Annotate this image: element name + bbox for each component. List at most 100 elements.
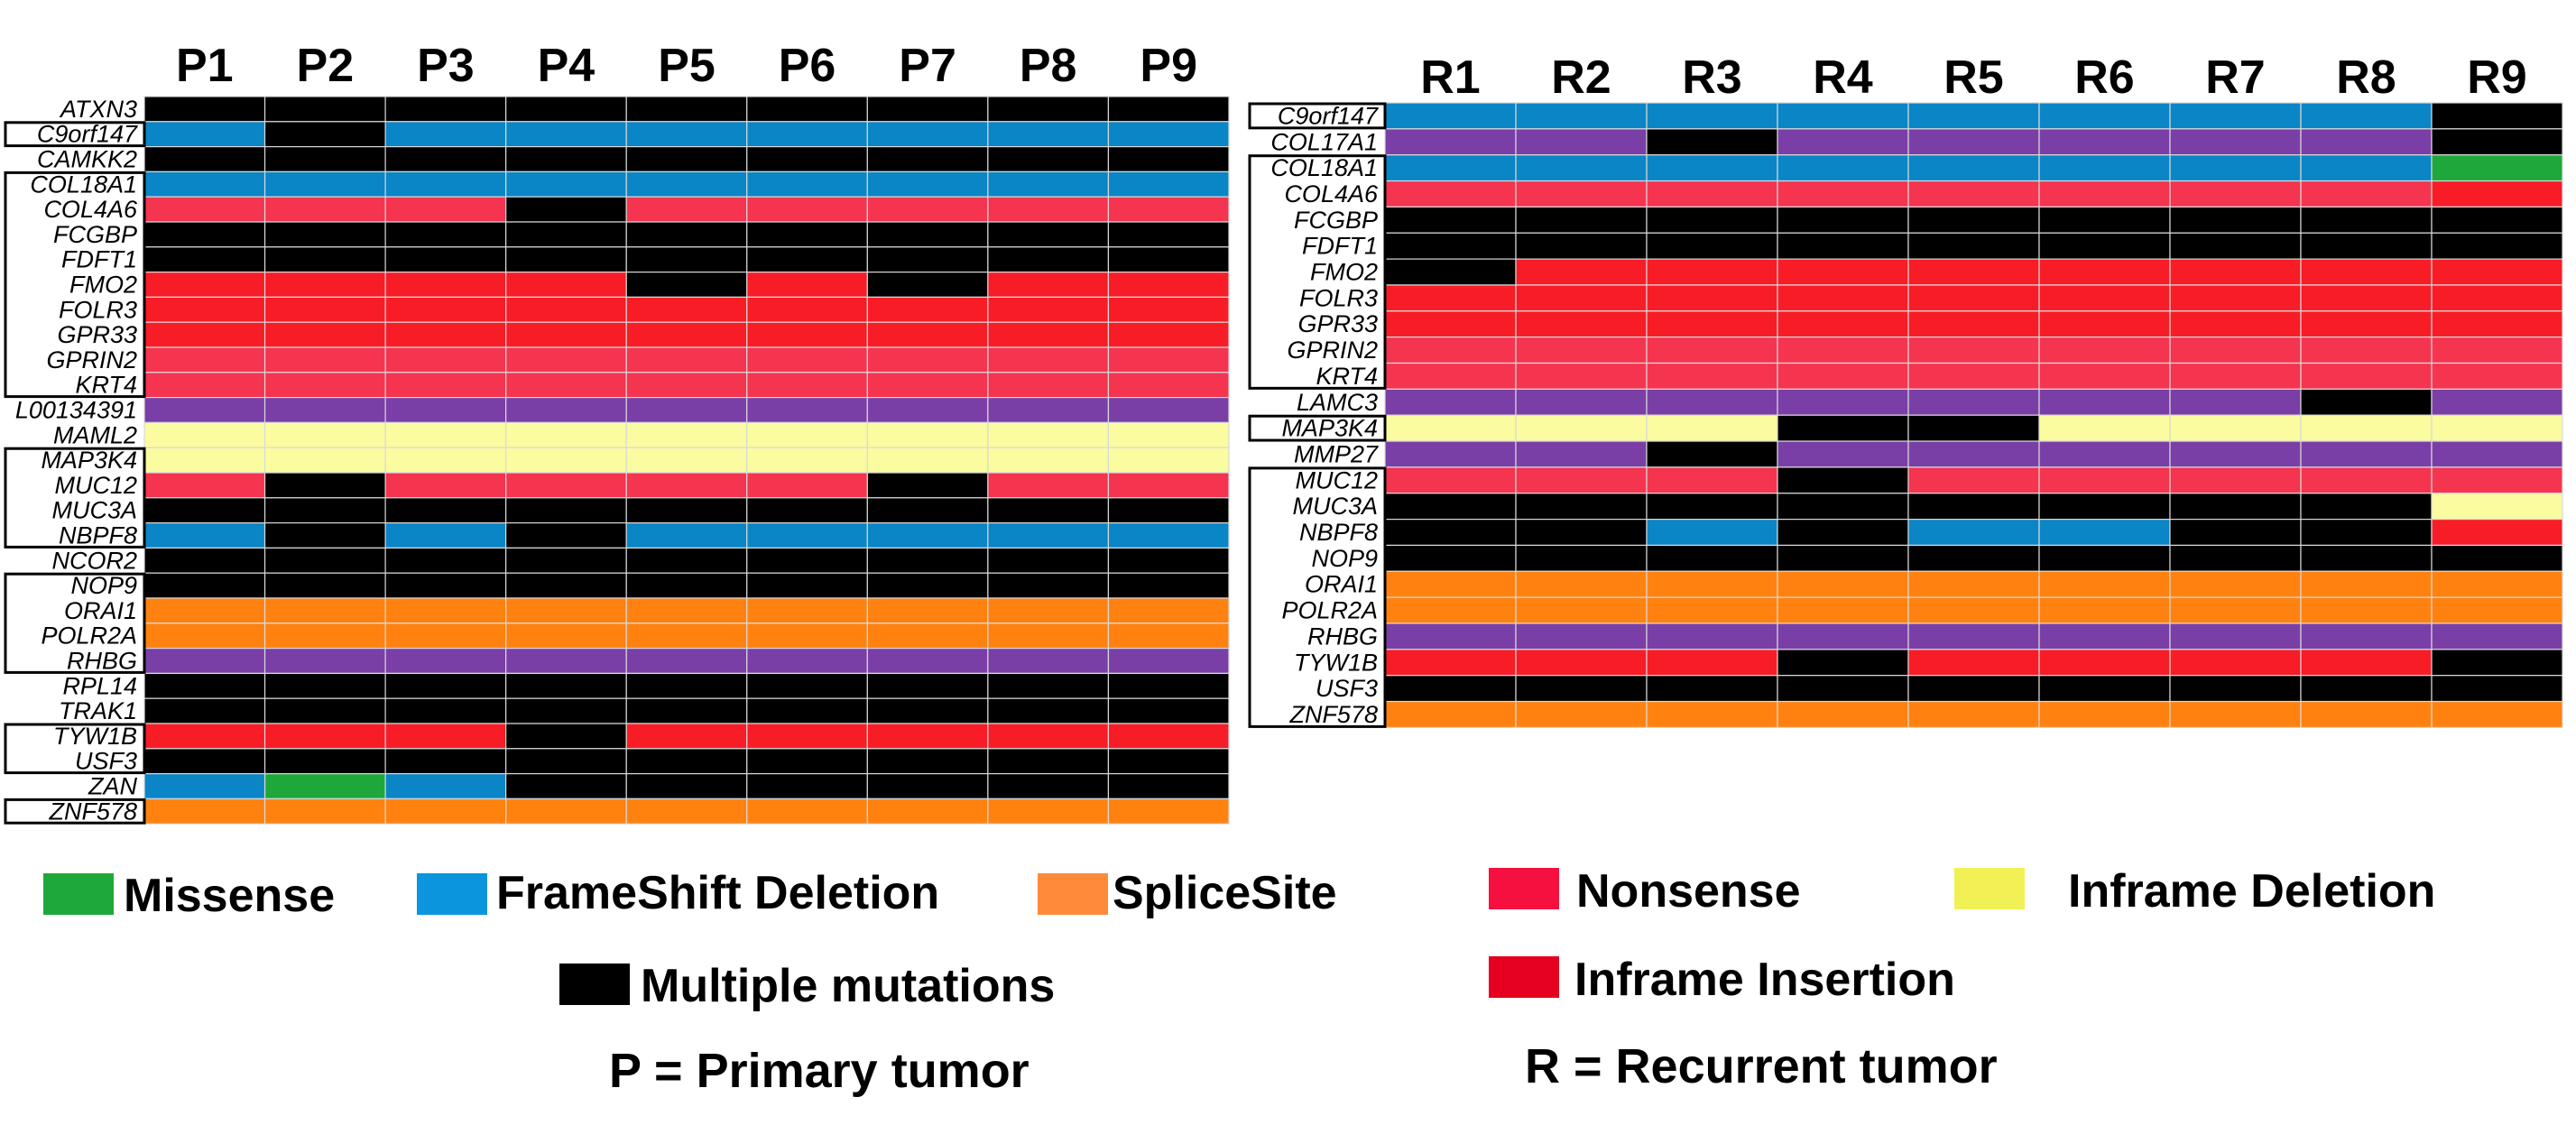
heatmap-cell-ncor2-p2: [263, 547, 386, 574]
heatmap-cell-orai1-r2: [1515, 570, 1648, 598]
heatmap-cell-c9orf147-r2: [1515, 102, 1648, 130]
heatmap-cell-gpr33-p2: [263, 321, 386, 348]
heatmap-cell-mmp27-r7: [2169, 440, 2302, 468]
heatmap-cell-usf3-p6: [746, 748, 868, 775]
heatmap-cell-rhbg-r5: [1907, 622, 2040, 650]
heatmap-cell-muc3a-p9: [1107, 497, 1230, 524]
row-label-atxn3: ATXN3: [59, 96, 137, 123]
row-label-orai1: ORAI1: [1305, 571, 1378, 598]
heatmap-cell-ncor2-p1: [143, 547, 266, 574]
heatmap-cell-map3k4-p1: [143, 447, 266, 474]
heatmap-cell-usf3-r3: [1646, 675, 1778, 703]
row-label-gprin2: GPRIN2: [46, 346, 137, 373]
heatmap-cell-atxn3-p5: [625, 96, 748, 123]
heatmap-cell-usf3-r4: [1777, 675, 1909, 703]
heatmap-cell-col17a1-r4: [1777, 128, 1909, 156]
heatmap-cell-camkk2-p9: [1107, 146, 1230, 173]
legend-item-frameshift-deletion: FrameShift Deletion: [417, 867, 939, 919]
heatmap-cell-fdft1-r2: [1515, 232, 1648, 260]
row-label-fmo2: FMO2: [69, 272, 137, 299]
heatmap-cell-gpr33-p1: [143, 321, 266, 348]
heatmap-cell-rhbg-p7: [866, 647, 989, 674]
row-label-col17a1: COL17A1: [1270, 128, 1378, 155]
heatmap-cell-nop9-p8: [987, 572, 1110, 599]
row-label-rhbg: RHBG: [67, 648, 137, 675]
heatmap-cell-muc12-p8: [987, 472, 1110, 499]
heatmap-cell-znf578-r4: [1777, 700, 1909, 728]
heatmap-cell-col4a6-p7: [866, 196, 989, 223]
heatmap-cell-krt4-p2: [263, 372, 386, 399]
heatmap-cell-krt4-p1: [143, 372, 266, 399]
heatmap-cell-camkk2-p3: [384, 146, 507, 173]
heatmap-cell-tyw1b-r6: [2038, 649, 2171, 677]
heatmap-cell-camkk2-p5: [625, 146, 748, 173]
heatmap-cell-fdft1-p2: [263, 246, 386, 273]
heatmap-cell-folr3-p5: [625, 296, 748, 323]
heatmap-cell-camkk2-p7: [866, 146, 989, 173]
column-label-p9: P9: [1140, 40, 1197, 92]
heatmap-cell-folr3-p3: [384, 296, 507, 323]
heatmap-cell-col18a1-r8: [2300, 154, 2433, 182]
heatmap-cell-folr3-p9: [1107, 296, 1230, 323]
heatmap-cell-maml2-p1: [143, 421, 266, 448]
heatmap-cell-nop9-p7: [866, 572, 989, 599]
heatmap-cell-krt4-r8: [2300, 362, 2433, 390]
heatmap-cell-fcgbp-p8: [987, 221, 1110, 248]
heatmap-cell-fmo2-p5: [625, 272, 748, 299]
heatmap-cell-usf3-p7: [866, 748, 989, 775]
heatmap-cell-znf578-r6: [2038, 700, 2171, 728]
heatmap-cell-col17a1-r8: [2300, 128, 2433, 156]
heatmap-cell-trak1-p4: [505, 697, 627, 724]
heatmap-cell-tyw1b-p9: [1107, 723, 1230, 750]
heatmap-cell-nop9-r9: [2431, 544, 2563, 572]
heatmap-cell-col4a6-r4: [1777, 180, 1909, 208]
row-label-lamc3: LAMC3: [1297, 389, 1378, 416]
row-label-muc3a: MUC3A: [1292, 493, 1378, 520]
heatmap-cell-rhbg-p2: [263, 647, 386, 674]
heatmap-cell-folr3-r8: [2300, 284, 2433, 312]
legend-label-inframe-insertion: Inframe Insertion: [1574, 954, 1955, 1006]
heatmap-cell-muc12-r5: [1907, 466, 2040, 494]
heatmap-cell-l00134391-p5: [625, 397, 748, 424]
heatmap-cell-krt4-r2: [1515, 362, 1648, 390]
row-label-fcgbp: FCGBP: [1294, 207, 1378, 234]
heatmap-cell-atxn3-p4: [505, 96, 627, 123]
heatmap-cell-krt4-r7: [2169, 362, 2302, 390]
column-label-p3: P3: [417, 40, 475, 92]
gene-group-box: [4, 447, 146, 549]
heatmap-cell-gprin2-p6: [746, 346, 868, 373]
heatmap-cell-polr2a-p6: [746, 622, 868, 650]
row-label-col18a1: COL18A1: [30, 171, 137, 198]
heatmap-cell-map3k4-r6: [2038, 414, 2171, 442]
heatmap-cell-nbpf8-p8: [987, 521, 1110, 549]
row-label-usf3: USF3: [75, 748, 137, 775]
heatmap-cell-gprin2-r8: [2300, 337, 2433, 364]
heatmap-cell-camkk2-p1: [143, 146, 266, 173]
heatmap-cell-fdft1-p1: [143, 246, 266, 273]
heatmap-cell-gprin2-p9: [1107, 346, 1230, 373]
heatmap-cell-c9orf147-p8: [987, 121, 1110, 148]
heatmap-cell-znf578-r7: [2169, 700, 2302, 728]
row-label-c9orf147: C9orf147: [1278, 102, 1379, 129]
heatmap-cell-polr2a-p5: [625, 622, 748, 650]
heatmap-cell-krt4-p6: [746, 372, 868, 399]
heatmap-cell-muc12-r1: [1384, 466, 1517, 494]
heatmap-cell-l00134391-p6: [746, 397, 868, 424]
heatmap-cell-c9orf147-r9: [2431, 102, 2563, 130]
row-label-fcgbp: FCGBP: [53, 221, 137, 248]
heatmap-cell-nop9-r8: [2300, 544, 2433, 572]
heatmap-cell-polr2a-p8: [987, 622, 1110, 650]
row-label-polr2a: POLR2A: [41, 622, 137, 650]
heatmap-cell-maml2-p5: [625, 421, 748, 448]
heatmap-cell-nop9-p3: [384, 572, 507, 599]
heatmap-cell-rhbg-r4: [1777, 622, 1909, 650]
heatmap-cell-fcgbp-p2: [263, 221, 386, 248]
heatmap-cell-orai1-r9: [2431, 570, 2563, 598]
heatmap-cell-orai1-r1: [1384, 570, 1517, 598]
column-label-p8: P8: [1020, 40, 1077, 92]
heatmap-cell-col17a1-r6: [2038, 128, 2171, 156]
heatmap-cell-tyw1b-p7: [866, 723, 989, 750]
heatmap-cell-muc3a-r8: [2300, 493, 2433, 521]
heatmap-cell-c9orf147-r3: [1646, 102, 1778, 130]
heatmap-cell-polr2a-r6: [2038, 596, 2171, 624]
